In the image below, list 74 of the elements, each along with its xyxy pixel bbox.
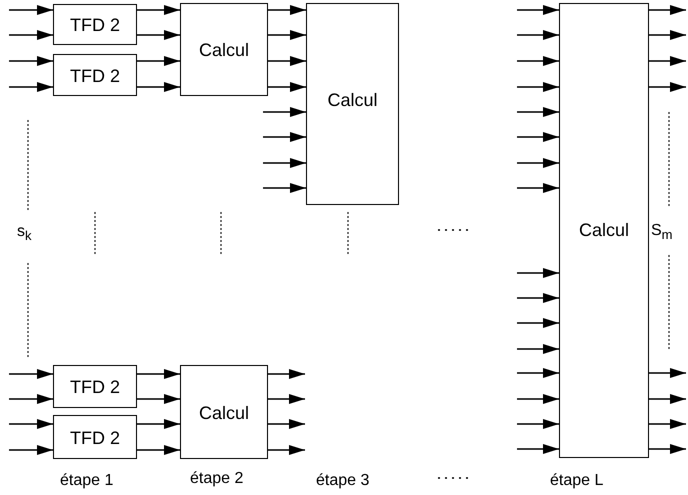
process-box (53, 415, 137, 459)
stage-label: étape L (550, 472, 604, 490)
box-label: TFD 2 (70, 377, 120, 399)
box-label: TFD 2 (70, 66, 120, 88)
arrow (517, 183, 559, 193)
arrow (9, 30, 53, 40)
stage-label: étape 1 (60, 472, 114, 490)
arrow (263, 107, 306, 117)
arrow (649, 419, 686, 429)
arrow (9, 56, 53, 66)
process-box (180, 365, 268, 459)
arrow (517, 30, 559, 40)
arrow (268, 56, 306, 66)
process-box (180, 3, 268, 96)
arrow (9, 5, 53, 15)
arrow (517, 394, 559, 404)
arrow (517, 56, 559, 66)
box-label: TFD 2 (70, 15, 120, 37)
arrow (137, 394, 180, 404)
arrow (649, 82, 686, 92)
arrow (517, 268, 559, 278)
arrow (137, 419, 180, 429)
process-box (306, 3, 399, 205)
process-box (53, 54, 137, 96)
arrow (649, 444, 686, 454)
arrow (649, 30, 686, 40)
arrow (517, 444, 559, 454)
arrow (517, 158, 559, 168)
stage-label: étape 3 (316, 472, 370, 490)
signal-label: s$_{k}$ (17, 223, 32, 246)
arrow (263, 183, 306, 193)
process-box (53, 365, 137, 408)
arrow (137, 5, 180, 15)
box-label: Calcul (327, 90, 378, 112)
arrow (649, 368, 686, 378)
arrow (268, 369, 305, 379)
arrow (9, 394, 53, 404)
arrow (649, 394, 686, 404)
arrow (268, 30, 306, 40)
arrow (268, 445, 305, 455)
arrow (9, 82, 53, 92)
arrow (517, 344, 559, 354)
arrow (517, 318, 559, 328)
arrow (517, 5, 559, 15)
arrow (268, 5, 306, 15)
arrow (137, 369, 180, 379)
arrow (9, 419, 53, 429)
box-label: Calcul (578, 220, 630, 242)
arrow (517, 419, 559, 429)
arrow (649, 56, 686, 66)
arrow (517, 293, 559, 303)
process-box (559, 3, 649, 458)
box-label: Calcul (198, 403, 250, 425)
arrow (9, 369, 53, 379)
process-box (53, 4, 137, 45)
stage-label: étape 2 (190, 470, 244, 488)
box-label: Calcul (198, 40, 250, 62)
arrow (517, 82, 559, 92)
signal-label: S$_{m}$ (651, 222, 673, 244)
arrow (517, 132, 559, 142)
arrow (263, 132, 306, 142)
arrow (137, 30, 180, 40)
arrow (137, 445, 180, 455)
box-label: TFD 2 (70, 428, 120, 450)
arrow (268, 394, 305, 404)
arrow (268, 419, 305, 429)
arrow (9, 445, 53, 455)
arrow (137, 56, 180, 66)
arrow (649, 5, 686, 15)
arrow (137, 82, 180, 92)
arrow (517, 107, 559, 117)
arrow (517, 368, 559, 378)
arrow (263, 158, 306, 168)
arrow (268, 82, 306, 92)
